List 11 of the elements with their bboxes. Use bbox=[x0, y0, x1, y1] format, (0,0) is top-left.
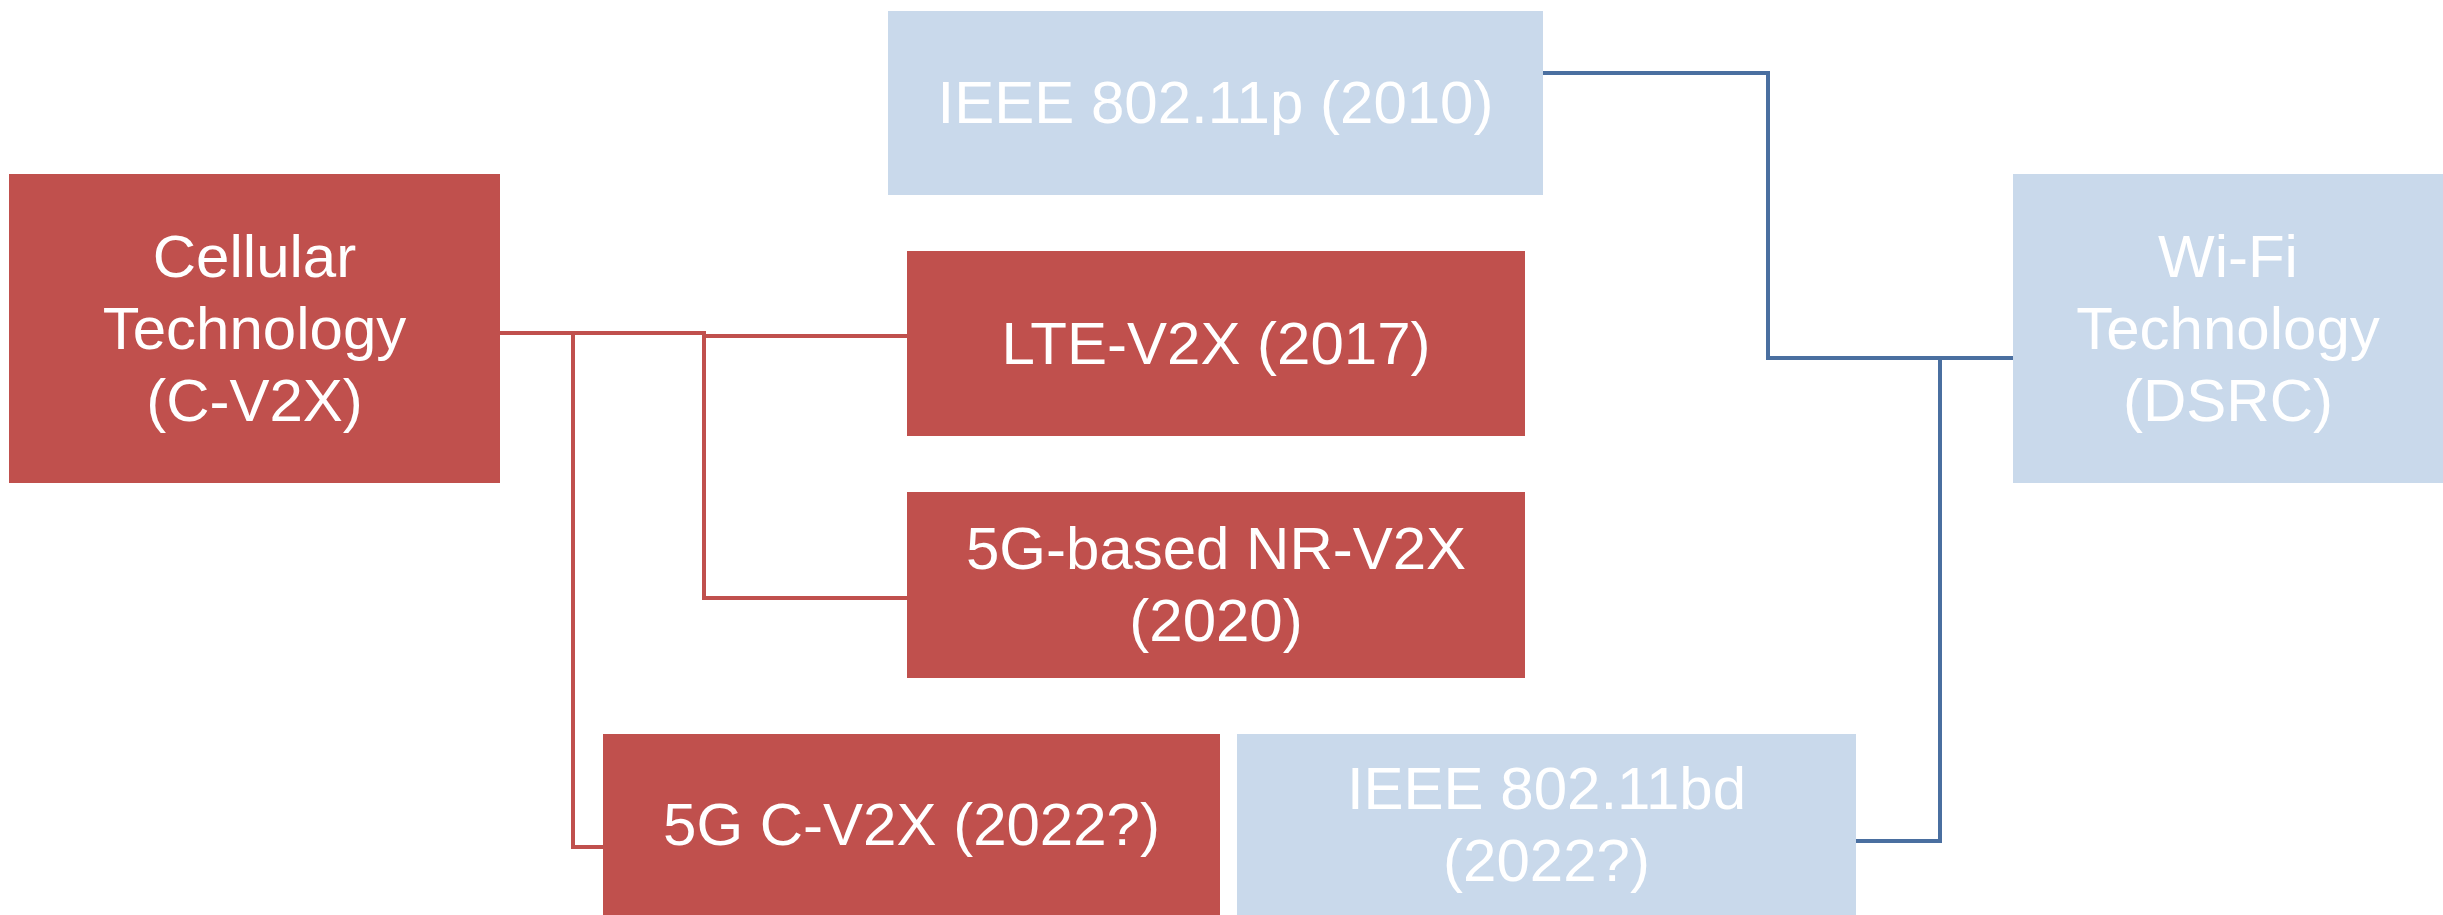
technology-box bbox=[907, 251, 1525, 436]
box-label: 5G C-V2X (2022?) bbox=[663, 789, 1160, 860]
box-label: LTE-V2X (2017) bbox=[1001, 308, 1431, 379]
technology-box bbox=[1237, 734, 1856, 915]
technology-box bbox=[603, 734, 1220, 915]
technology-box bbox=[2013, 174, 2443, 483]
technology-box bbox=[907, 492, 1525, 678]
technology-box bbox=[888, 11, 1543, 195]
box-label: Cellular Technology (C-V2X) bbox=[101, 221, 408, 436]
technology-box bbox=[9, 174, 500, 483]
box-label: 5G-based NR-V2X (2020) bbox=[964, 514, 1468, 656]
